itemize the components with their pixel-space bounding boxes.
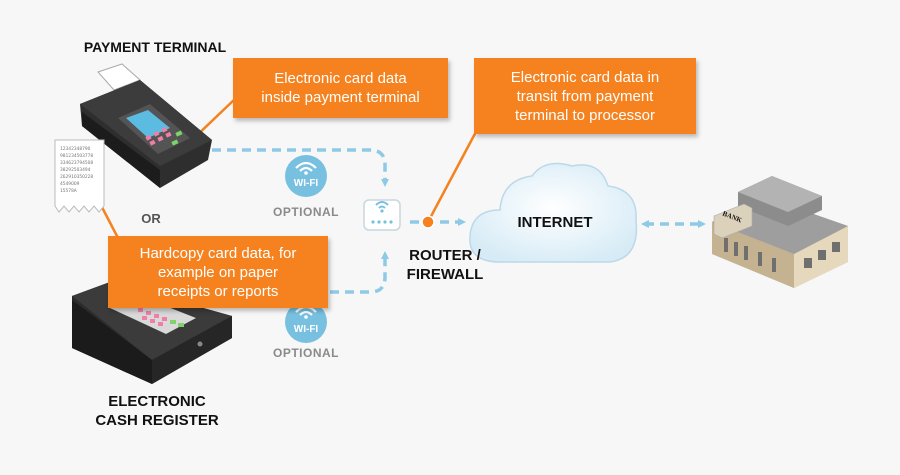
receipt-icon [54, 139, 105, 213]
receipt-line: 9812345O3778 [60, 154, 94, 159]
callout-terminal-data-text: Electronic card data inside payment term… [261, 70, 420, 106]
wifi-icon-top [285, 155, 327, 197]
callout-terminal-data: Electronic card data inside payment term… [233, 58, 448, 118]
receipt-line: 15578A [60, 189, 77, 194]
router-label: ROUTER / FIREWALL [406, 247, 484, 283]
callout-hardcopy-data-text: Hardcopy card data, for example on paper… [139, 244, 297, 300]
receipt-line: 26291O35O228 [60, 175, 94, 180]
callout-transit-data: Electronic card data in transit from pay… [474, 58, 696, 134]
or-label: OR [141, 211, 161, 226]
internet-cloud-icon [469, 162, 638, 263]
receipt-line: 382925O3494 [60, 168, 91, 173]
internet-label: INTERNET [517, 214, 593, 231]
callout-hardcopy-data: Hardcopy card data, for example on paper… [108, 236, 328, 308]
receipt-line: 1234234879O [60, 147, 91, 152]
cash-register-label: ELECTRONIC CASH REGISTER [95, 393, 219, 429]
callout-transit-data-text: Electronic card data in transit from pay… [510, 68, 660, 124]
receipt-line: 4549OO9 [60, 182, 80, 187]
payment-terminal-icon [80, 63, 212, 188]
flow-terminal-to-router [212, 148, 389, 187]
payment-terminal-label: PAYMENT TERMINAL [83, 39, 227, 55]
receipt-line: 3346237945O8 [60, 161, 94, 166]
wifi-label-bottom: WI-FI [293, 324, 319, 335]
optional-label-bottom: OPTIONAL [273, 346, 339, 360]
receipt-text: 1234234879O 9812345O3778 3346237945O8 38… [60, 146, 102, 195]
wifi-label-top: WI-FI [293, 178, 319, 189]
optional-label-top: OPTIONAL [273, 205, 339, 219]
router-icon [363, 199, 401, 231]
flow-register-to-router [330, 251, 389, 294]
bank-building-icon [712, 176, 848, 288]
